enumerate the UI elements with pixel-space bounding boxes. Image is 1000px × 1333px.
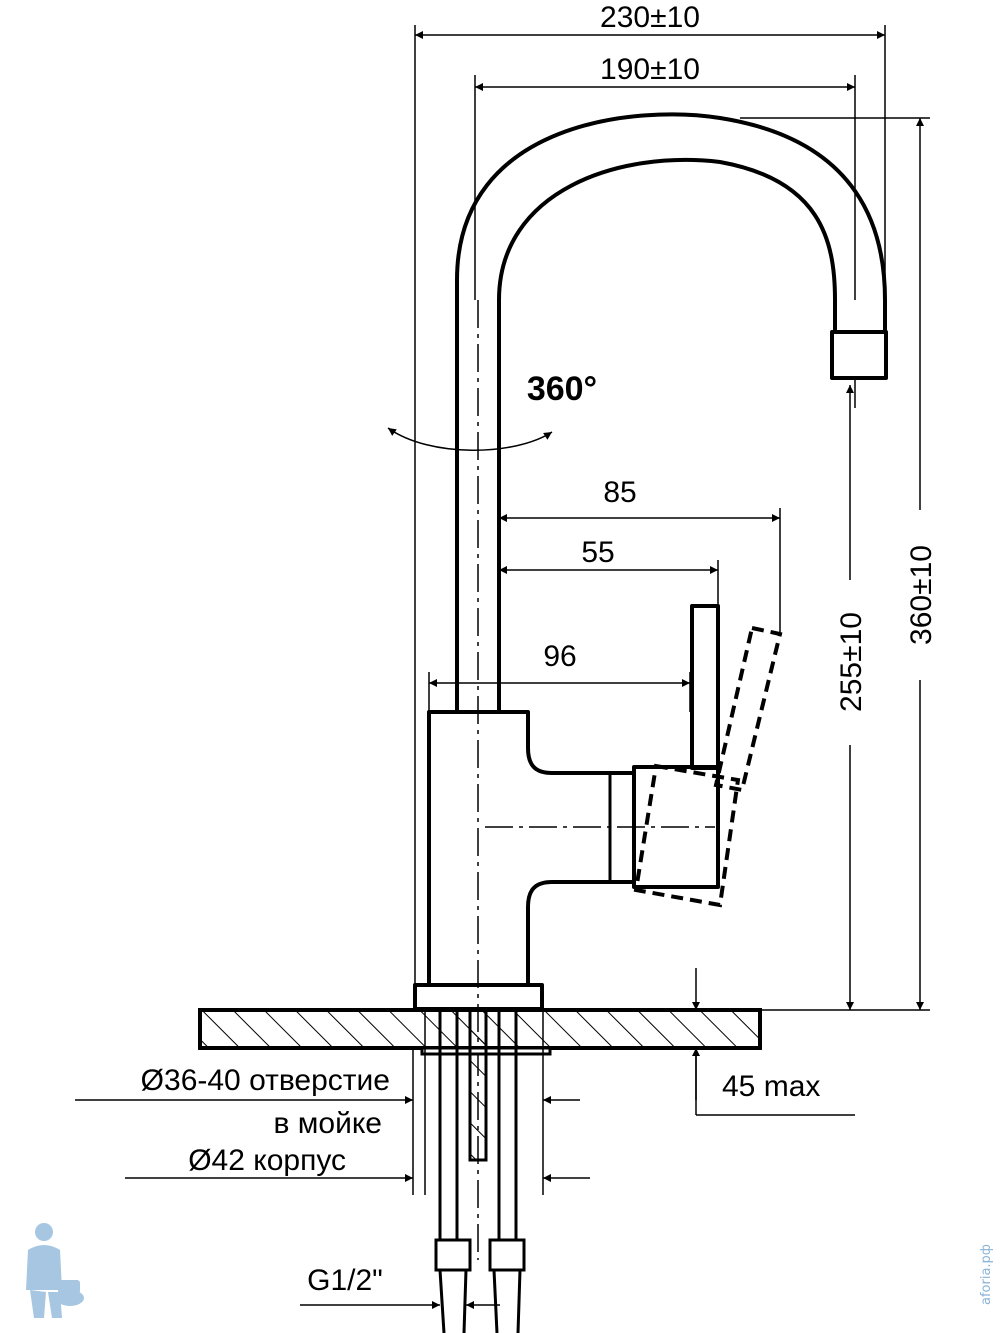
dim-overall-height: 360±10 [905, 545, 938, 645]
dim-handle-reach-outer: 85 [603, 476, 636, 509]
mounting-kit [420, 1008, 552, 1333]
dim-spout-reach: 190±10 [600, 53, 700, 86]
faucet-body [427, 710, 636, 985]
handle-tilted-dashed [633, 625, 783, 908]
dim-handle-reach-inner: 55 [581, 536, 614, 569]
spout-outer [455, 112, 887, 712]
dimension-lines [75, 25, 930, 1309]
handle-lever [690, 604, 720, 770]
dim-overall-reach: 230±10 [600, 1, 700, 34]
watermark-text: aforia.рф [979, 1244, 994, 1305]
dim-spout-height: 255±10 [835, 612, 868, 712]
aerator [830, 330, 888, 380]
dim-thread: G1/2" [307, 1264, 383, 1297]
centerlines [477, 300, 856, 1260]
dim-swivel: 360° [527, 370, 597, 408]
dim-body-to-handle: 96 [543, 640, 576, 673]
note-body-diameter: Ø42 корпус [188, 1144, 346, 1177]
note-hole-line2: в мойке [274, 1107, 383, 1140]
spout-inner [497, 157, 837, 712]
plumber-mascot-icon [26, 1223, 84, 1318]
note-hole-line1: Ø36-40 отверстие [141, 1064, 390, 1097]
faucet-outline [413, 112, 888, 1011]
dim-max-counter: 45 max [722, 1070, 820, 1103]
spout-tip [833, 300, 887, 334]
